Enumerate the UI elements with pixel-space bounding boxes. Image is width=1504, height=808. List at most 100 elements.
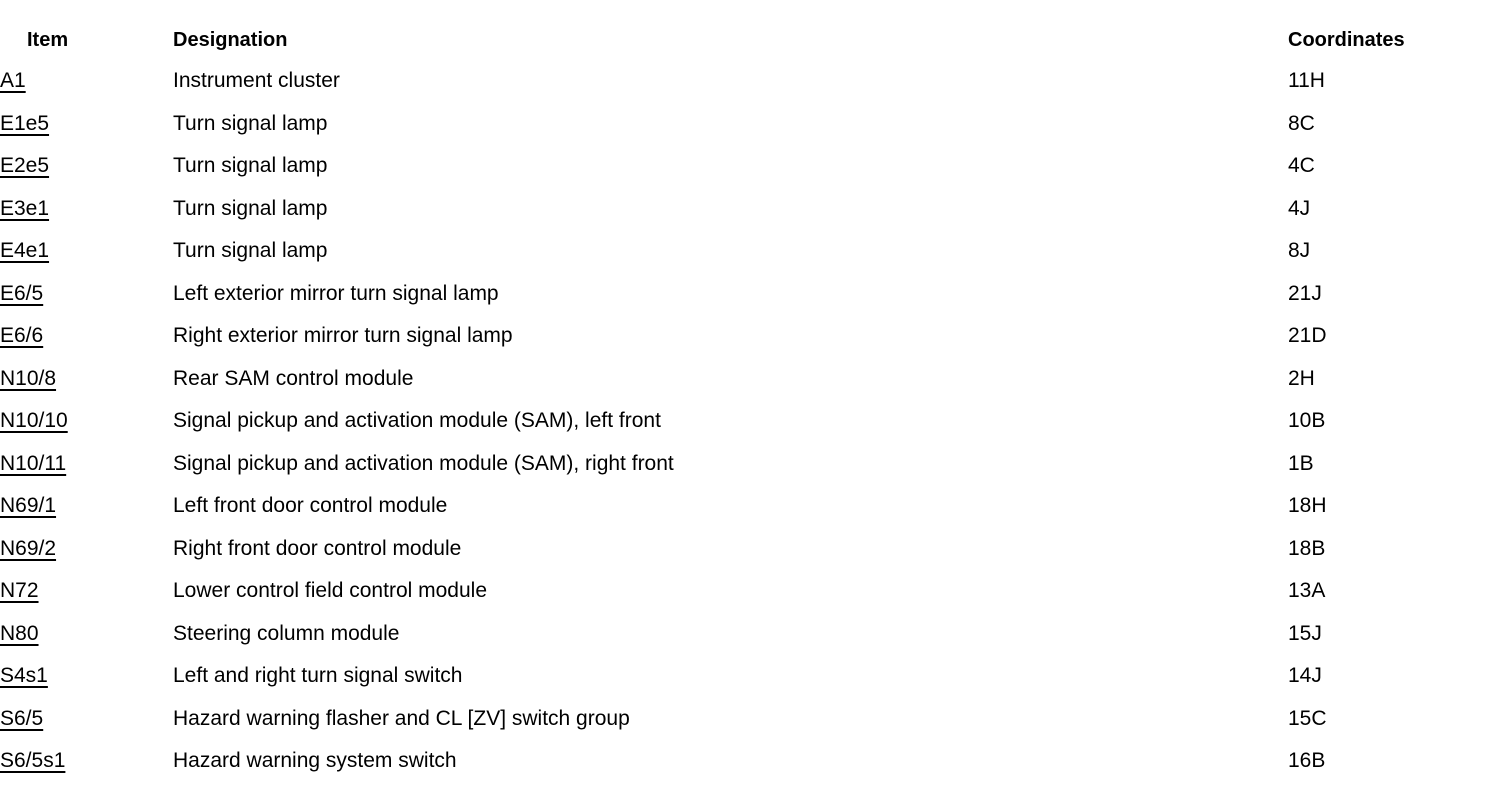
table-cell-item: N72 xyxy=(0,570,173,613)
table-row: E3e1 Turn signal lamp 4J xyxy=(0,188,1504,231)
column-header-designation: Designation xyxy=(173,29,288,51)
table-cell-designation: Signal pickup and activation module (SAM… xyxy=(173,443,1288,486)
table-cell-coordinates: 8J xyxy=(1288,230,1504,273)
coordinates-text: 14J xyxy=(1288,664,1322,687)
coordinates-text: 2H xyxy=(1288,366,1315,390)
table-row: E6/5 Left exterior mirror turn signal lam… xyxy=(0,273,1504,316)
item-code-link[interactable]: S4s1 xyxy=(0,664,48,687)
designation-text: Turn signal lamp xyxy=(173,196,328,220)
table-row: S4s1 Left and right turn signal switch 14J xyxy=(0,655,1504,698)
table-cell-item: S6/5 xyxy=(0,698,173,741)
designation-text: Turn signal lamp xyxy=(173,111,328,135)
coordinates-text: 10B xyxy=(1288,409,1326,432)
table-cell-item: N69/2 xyxy=(0,528,173,571)
table-cell-designation: Turn signal lamp xyxy=(173,145,1288,188)
table-header-row: Item Designation Coordinates xyxy=(0,0,1504,60)
coordinates-text: 13A xyxy=(1288,579,1326,602)
table-cell-coordinates: 8C xyxy=(1288,103,1504,146)
table-cell-designation: Left front door control module xyxy=(173,485,1288,528)
table-cell-item: N10/8 xyxy=(0,358,173,401)
table-header: Item Designation Coordinates xyxy=(0,0,1504,60)
table-cell-item: E2e5 xyxy=(0,145,173,188)
table-row: N10/8 Rear SAM control module 2H xyxy=(0,358,1504,401)
coordinates-text: 15J xyxy=(1288,621,1322,645)
item-code-link[interactable]: N10/8 xyxy=(0,366,57,390)
table-cell-designation: Left exterior mirror turn signal lamp xyxy=(173,273,1288,316)
item-code-link[interactable]: E3e1 xyxy=(0,196,50,220)
designation-text: Signal pickup and activation module (SAM… xyxy=(173,409,661,432)
table-cell-designation: Rear SAM control module xyxy=(173,358,1288,401)
coordinates-text: 21J xyxy=(1288,281,1322,305)
column-header-item: Item xyxy=(27,29,69,51)
coordinates-text: 8C xyxy=(1288,111,1315,135)
table-cell-coordinates: 4J xyxy=(1288,188,1504,231)
item-code-link[interactable]: S6/5s1 xyxy=(0,749,66,772)
designation-text: Signal pickup and activation module (SAM… xyxy=(173,451,674,475)
item-code-link[interactable]: A1 xyxy=(0,69,26,92)
designation-text: Hazard warning flasher and CL [ZV] switc… xyxy=(173,706,630,730)
item-code-link[interactable]: N10/10 xyxy=(0,409,68,432)
table-cell-coordinates: 1B xyxy=(1288,443,1504,486)
item-code-link[interactable]: N80 xyxy=(0,621,39,645)
column-header-coordinates: Coordinates xyxy=(1288,29,1405,51)
table-cell-item: N69/1 xyxy=(0,485,173,528)
coordinates-text: 1B xyxy=(1288,451,1314,475)
table-cell-coordinates: 2H xyxy=(1288,358,1504,401)
table-cell-designation: Turn signal lamp xyxy=(173,188,1288,231)
coordinates-text: 4J xyxy=(1288,196,1311,220)
table-cell-coordinates: 16B xyxy=(1288,740,1504,783)
table-cell-designation: Steering column module xyxy=(173,613,1288,656)
table-cell-coordinates: 11H xyxy=(1288,60,1504,103)
table-cell-item: S4s1 xyxy=(0,655,173,698)
item-code-link[interactable]: S6/5 xyxy=(0,706,44,730)
table-cell-designation: Left and right turn signal switch xyxy=(173,655,1288,698)
item-code-link[interactable]: E6/5 xyxy=(0,281,44,305)
table-cell-item: E3e1 xyxy=(0,188,173,231)
table-cell-designation: Right front door control module xyxy=(173,528,1288,571)
table-cell-item: A1 xyxy=(0,60,173,103)
table-cell-coordinates: 15C xyxy=(1288,698,1504,741)
table-cell-coordinates: 14J xyxy=(1288,655,1504,698)
coordinates-text: 18B xyxy=(1288,536,1326,560)
table-row: E1e5 Turn signal lamp 8C xyxy=(0,103,1504,146)
designation-text: Lower control field control module xyxy=(173,579,487,602)
table-cell-designation: Turn signal lamp xyxy=(173,230,1288,273)
table-cell-designation: Hazard warning flasher and CL [ZV] switc… xyxy=(173,698,1288,741)
table-cell-item: E1e5 xyxy=(0,103,173,146)
designation-text: Left exterior mirror turn signal lamp xyxy=(173,281,499,305)
table-row: N69/1 Left front door control module 18H xyxy=(0,485,1504,528)
item-code-link[interactable]: E2e5 xyxy=(0,154,50,177)
table-cell-item: E6/6 xyxy=(0,315,173,358)
table-cell-coordinates: 18B xyxy=(1288,528,1504,571)
item-code-link[interactable]: E1e5 xyxy=(0,111,50,135)
table-row: N10/10 Signal pickup and activation modul… xyxy=(0,400,1504,443)
designation-text: Turn signal lamp xyxy=(173,239,328,262)
item-code-link[interactable]: N69/2 xyxy=(0,536,57,560)
table-cell-coordinates: 21J xyxy=(1288,273,1504,316)
table-cell-coordinates: 10B xyxy=(1288,400,1504,443)
item-code-link[interactable]: E6/6 xyxy=(0,324,44,347)
designation-text: Turn signal lamp xyxy=(173,154,328,177)
table-cell-item: E4e1 xyxy=(0,230,173,273)
table-cell-item: N10/11 xyxy=(0,443,173,486)
coordinates-text: 15C xyxy=(1288,706,1327,730)
table-cell-coordinates: 15J xyxy=(1288,613,1504,656)
designation-text: Left and right turn signal switch xyxy=(173,664,463,687)
designation-text: Rear SAM control module xyxy=(173,366,414,390)
item-code-link[interactable]: E4e1 xyxy=(0,239,50,262)
item-code-link[interactable]: N10/11 xyxy=(0,451,67,475)
table-cell-coordinates: 18H xyxy=(1288,485,1504,528)
table-row: N69/2 Right front door control module 18B xyxy=(0,528,1504,571)
table-cell-designation: Signal pickup and activation module (SAM… xyxy=(173,400,1288,443)
component-legend-table: Item Designation Coordinates A1 Instrumen… xyxy=(0,0,1504,783)
item-code-link[interactable]: N72 xyxy=(0,579,39,602)
designation-text: Left front door control module xyxy=(173,494,448,517)
table-cell-designation: Instrument cluster xyxy=(173,60,1288,103)
designation-text: Right front door control module xyxy=(173,536,462,560)
item-code-link[interactable]: N69/1 xyxy=(0,494,57,517)
table-row: S6/5 Hazard warning flasher and CL [ZV] s… xyxy=(0,698,1504,741)
